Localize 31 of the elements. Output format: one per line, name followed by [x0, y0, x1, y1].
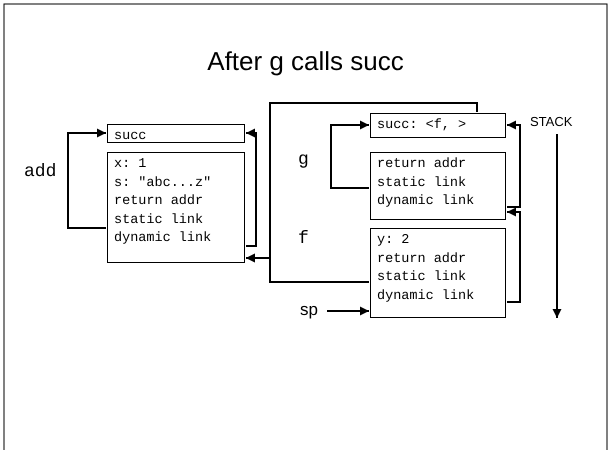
field-text: dynamic link	[377, 288, 474, 306]
field-text: static link	[377, 269, 466, 287]
arrow	[507, 208, 521, 303]
stack-frame-box	[370, 228, 506, 318]
stack-frame-box	[370, 113, 506, 138]
field-text: static link	[377, 174, 466, 192]
arrow	[246, 128, 257, 247]
field-text: y: 2	[377, 232, 410, 250]
stack-frame-box	[107, 152, 245, 263]
frame-name: add	[24, 162, 56, 182]
frame-name: f	[298, 229, 309, 249]
field-text: succ: <f, >	[377, 117, 466, 135]
field-text: dynamic link	[114, 230, 212, 248]
field-text: s: "abc...z"	[114, 174, 212, 192]
arrow	[507, 120, 521, 208]
field-text: static link	[114, 212, 204, 230]
field-text: dynamic link	[377, 193, 474, 211]
field-text: return addr	[377, 156, 466, 174]
arrow	[327, 306, 369, 316]
field-text: return addr	[114, 193, 204, 211]
arrow	[246, 254, 369, 283]
slide-title: After g calls succ	[207, 46, 404, 77]
frame-name: g	[298, 150, 309, 170]
field-text: x: 1	[114, 156, 146, 174]
arrow	[330, 120, 369, 189]
stack-frame-box	[107, 124, 245, 143]
arrow	[67, 128, 106, 229]
field-text: return addr	[377, 250, 466, 268]
stack-frame-box	[370, 152, 506, 220]
stack-label: STACK	[530, 114, 572, 129]
field-text: succ	[114, 128, 146, 146]
